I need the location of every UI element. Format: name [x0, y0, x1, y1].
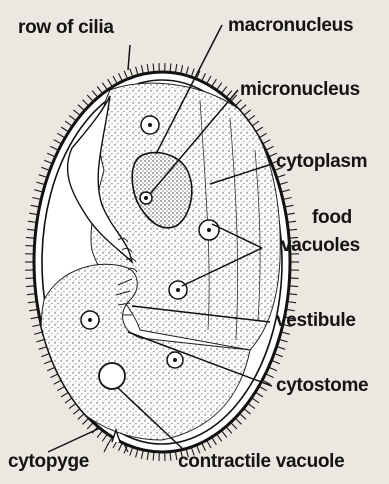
label-micronucleus: micronucleus [240, 80, 360, 100]
label-vestibule: vestibule [276, 311, 356, 331]
label-cytostome: cytostome [276, 376, 368, 396]
contractile-vacuole [99, 363, 125, 389]
label-food-vacuoles-line2: vacuoles [281, 236, 360, 256]
label-cytopyge: cytopyge [8, 452, 89, 472]
label-contractile-vacuole: contractile vacuole [178, 452, 344, 472]
label-cytoplasm: cytoplasm [276, 152, 367, 172]
label-food-vacuoles-line1: food [312, 208, 352, 228]
label-row-of-cilia: row of cilia [18, 18, 114, 38]
label-macronucleus: macronucleus [228, 16, 353, 36]
